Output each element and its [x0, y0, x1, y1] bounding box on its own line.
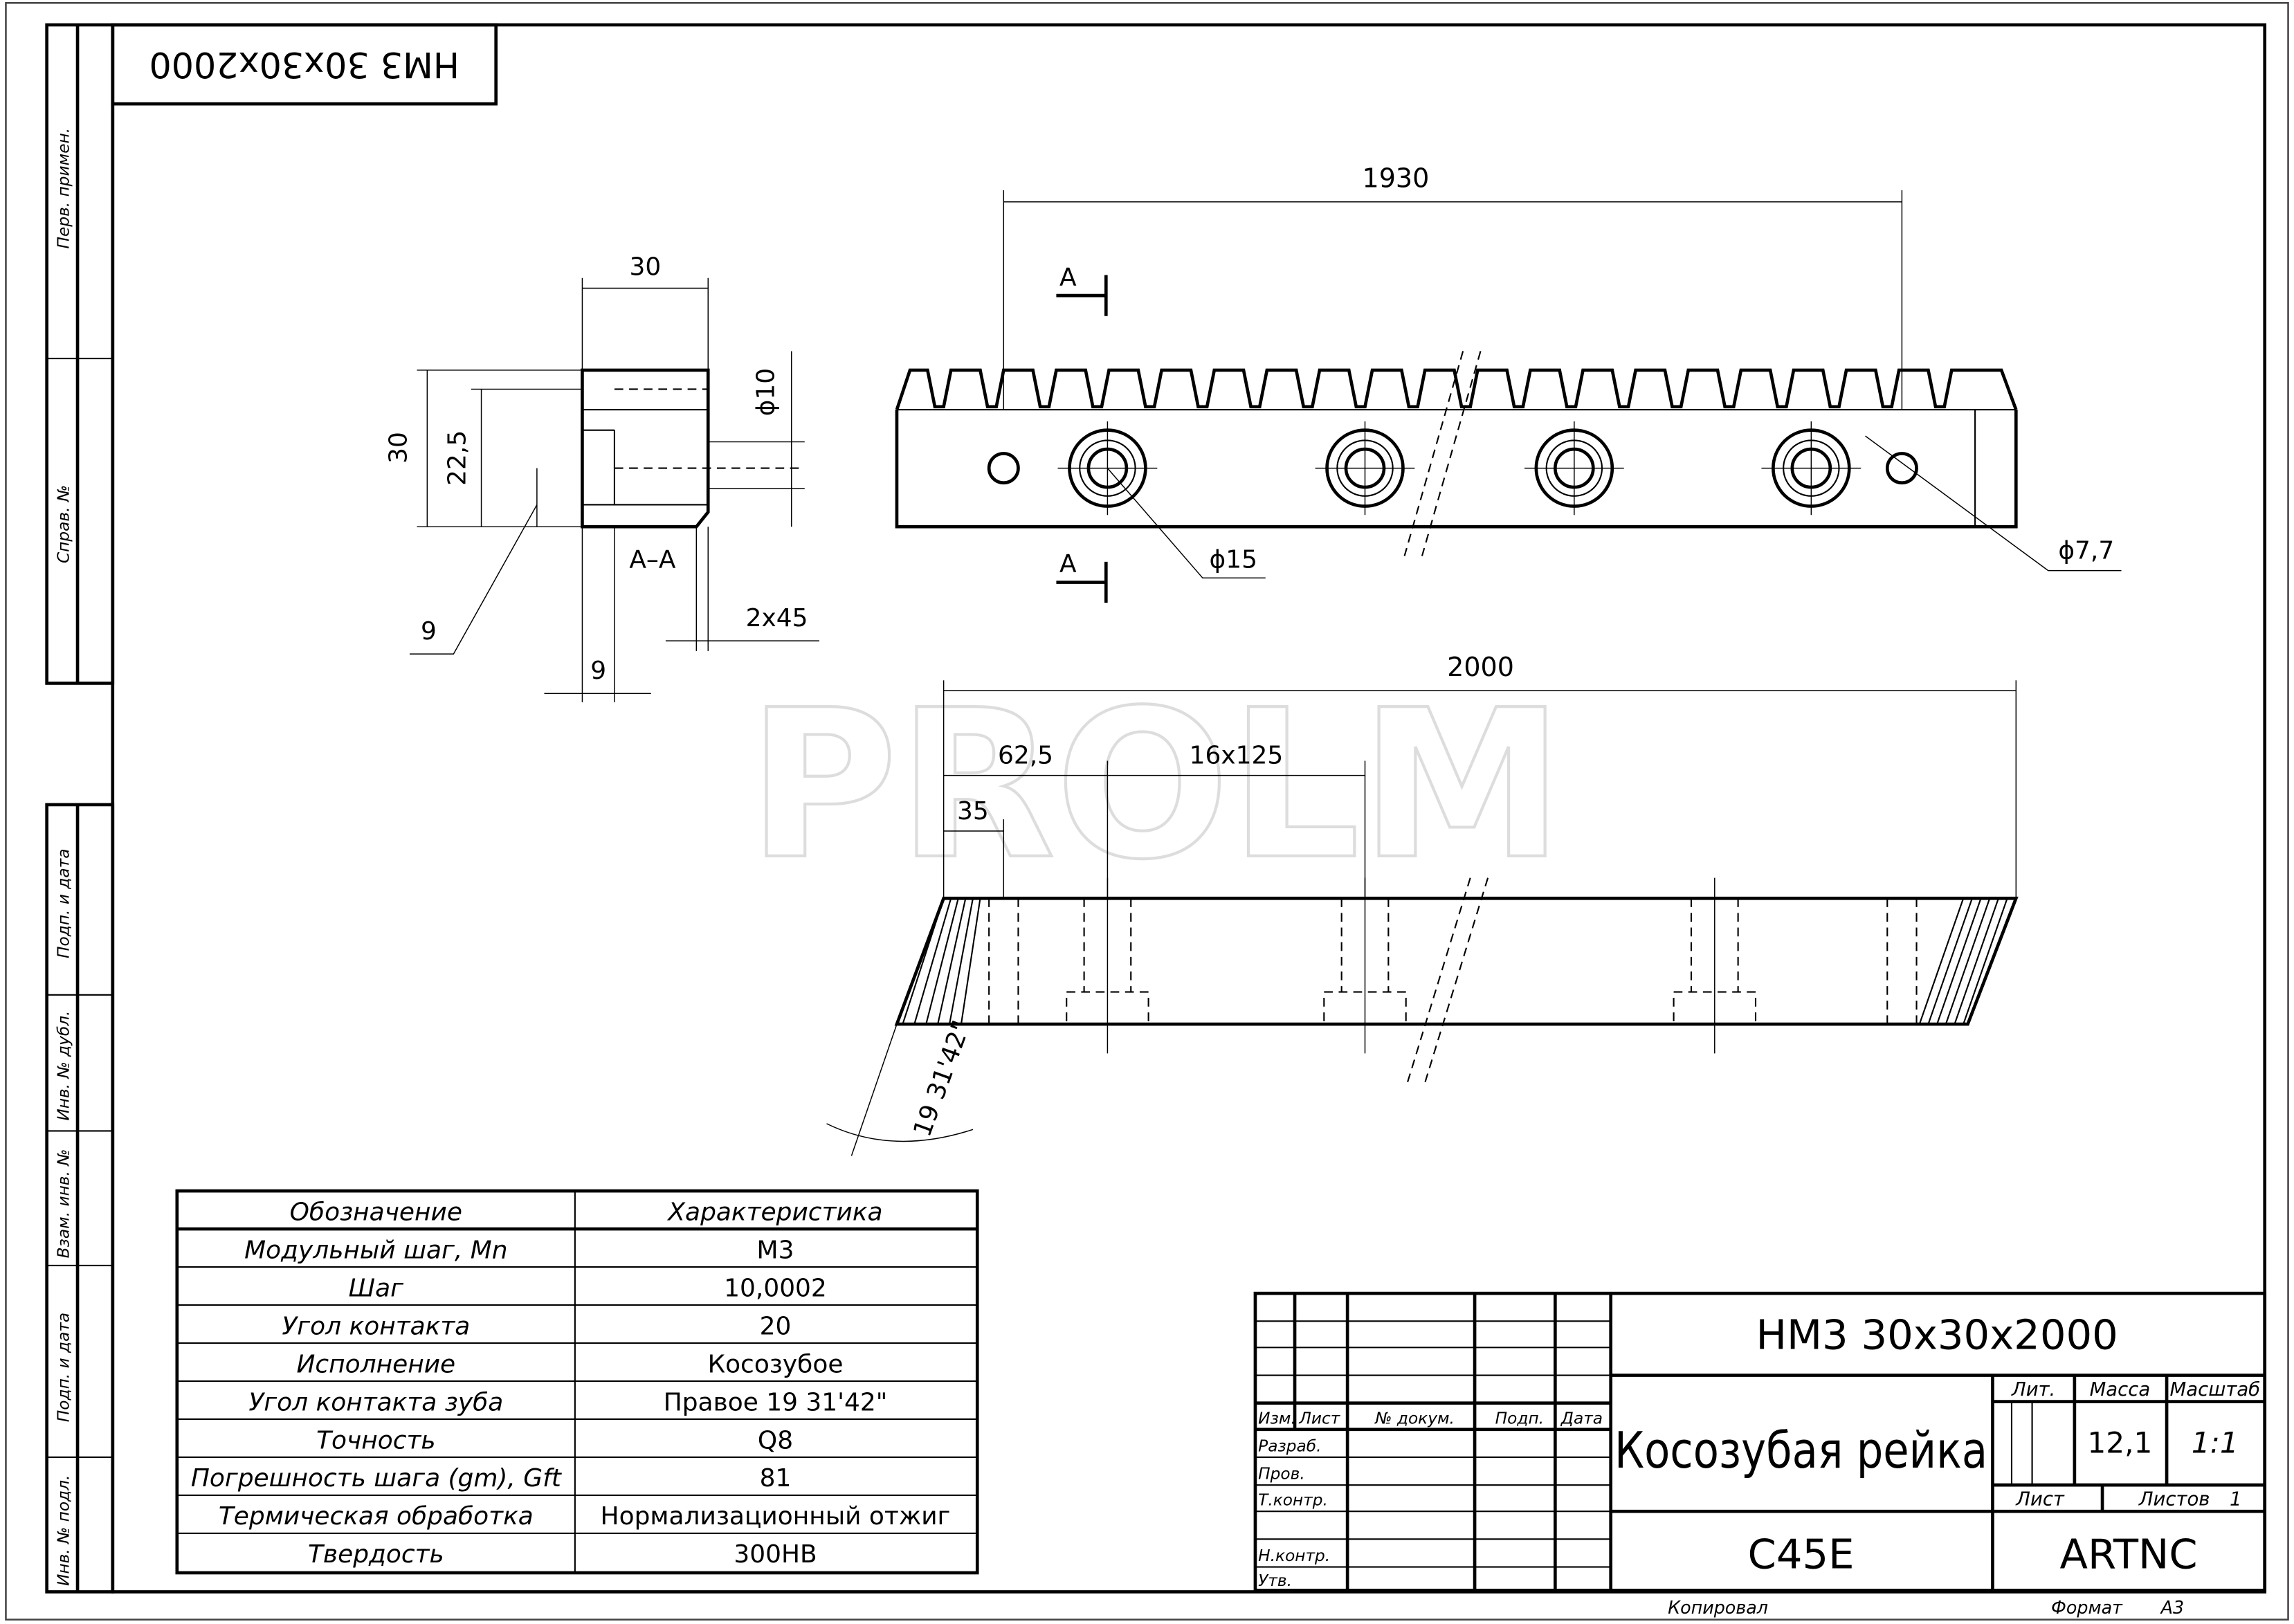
counterbore-hidden	[1673, 898, 1757, 1025]
spec-param: Твердость	[308, 1540, 444, 1569]
side-label-podp-data-1: Подп. и дата	[54, 849, 73, 958]
helix-hatch-line	[1927, 897, 1973, 1025]
tb-col-date: Дата	[1560, 1409, 1603, 1427]
tb-copied: Копировал	[1668, 1597, 1768, 1618]
tb-sheet-label: Лист	[2015, 1488, 2065, 1511]
helix-hatch-line	[937, 898, 967, 1025]
tb-mass: 12,1	[2087, 1426, 2152, 1460]
tb-material: C45E	[1748, 1531, 1855, 1578]
spec-value: Косозубое	[708, 1350, 844, 1378]
dim-35: 35	[957, 797, 989, 825]
small-hole-hidden	[988, 898, 1019, 1025]
tb-role-utv: Утв.	[1258, 1571, 1292, 1590]
counterbore-hidden	[1066, 898, 1149, 1025]
tb-scale: 1:1	[2192, 1426, 2239, 1460]
counterbore-hidden	[1323, 898, 1407, 1025]
dim-small-hole: ϕ7,7	[2058, 537, 2114, 565]
spec-value: M3	[757, 1236, 794, 1264]
spec-param: Шаг	[349, 1274, 404, 1302]
spec-param: Термическая обработка	[219, 1502, 534, 1531]
spec-value: 81	[760, 1464, 792, 1493]
cut-label-top: A	[1059, 263, 1077, 291]
tb-lit-label: Лит.	[2011, 1378, 2055, 1401]
spec-value: 10,0002	[724, 1274, 827, 1302]
dim-62-5: 62,5	[998, 742, 1053, 770]
small-hole-hidden	[1886, 898, 1918, 1025]
helix-hatch-line	[949, 898, 974, 1025]
helix-hatch-line	[960, 898, 981, 1025]
tb-format: A3	[2160, 1597, 2184, 1618]
title-block: НМ3 30х30х2000 Косозубая рейка C45E ARTN…	[1253, 1291, 2267, 1618]
tb-designation: НМ3 30х30х2000	[1756, 1311, 2118, 1358]
dim-2000: 2000	[1447, 652, 1514, 682]
mounting-hole-small	[987, 452, 1020, 485]
helix-hatch-line	[1945, 897, 1991, 1025]
section-view: 30 30 22,5 ϕ10 9 A–A 2x45 9	[385, 253, 819, 702]
spec-header-characteristic: Характеристика	[666, 1198, 882, 1226]
tb-mass-label: Масса	[2090, 1378, 2151, 1401]
dim-section-height: 30	[385, 432, 413, 464]
dim-section-hole: ϕ10	[752, 368, 780, 416]
helix-hatch-line	[913, 897, 952, 1025]
section-label: A–A	[629, 545, 676, 574]
tb-col-doc: № докум.	[1374, 1409, 1455, 1427]
tb-role-nkontr: Н.контр.	[1258, 1547, 1330, 1565]
spec-value: Правое 19 31'42"	[664, 1388, 888, 1416]
spec-table: Обозначение Характеристика Модульный шаг…	[175, 1189, 979, 1575]
spec-param: Угол контакта	[282, 1312, 470, 1340]
side-strip: Перв. примен. Справ. № Подп. и дата Инв.…	[45, 23, 115, 1594]
mounting-hole-small	[1885, 452, 1918, 485]
tb-col-izm: Изм.	[1258, 1409, 1296, 1427]
dim-1930: 1930	[1362, 163, 1429, 194]
spec-param: Погрешность шага (gm), Gft	[191, 1464, 563, 1493]
helix-hatch-line	[1936, 897, 1982, 1025]
side-label-perv-primen: Перв. примен.	[54, 128, 73, 249]
tb-sheets-label: Листов	[2138, 1488, 2210, 1511]
dim-big-hole: ϕ15	[1210, 545, 1257, 574]
dim-section-height2: 22,5	[443, 430, 471, 486]
spec-value: Нормализационный отжиг	[601, 1502, 951, 1531]
tb-scale-label: Масштаб	[2170, 1378, 2261, 1401]
dim-helix-angle: 19 31'42"	[908, 1017, 976, 1141]
spec-param: Модульный шаг, Mn	[244, 1236, 507, 1264]
rack-teeth	[895, 368, 2018, 410]
spec-header-designation: Обозначение	[290, 1198, 462, 1226]
helix-hatch-line	[1954, 897, 1999, 1025]
side-label-inv-dubl: Инв. № дубл.	[54, 1011, 73, 1121]
tb-part-name: Косозубая рейка	[1614, 1421, 1987, 1479]
side-label-sprav: Справ. №	[54, 485, 73, 563]
spec-param: Точность	[316, 1426, 436, 1454]
dim-16x125: 16x125	[1190, 742, 1284, 770]
tb-sheets: 1	[2230, 1488, 2241, 1511]
spec-value: 20	[760, 1312, 792, 1340]
tb-format-label: Формат	[2051, 1597, 2123, 1618]
tb-company: ARTNC	[2060, 1531, 2198, 1578]
helix-hatch-line	[1963, 897, 2008, 1025]
front-view: 1930 A A ϕ15 ϕ7,7	[895, 163, 2122, 603]
helix-hatch-line	[1918, 897, 1965, 1025]
spec-param: Угол контакта зуба	[248, 1388, 503, 1416]
side-label-podp-data-2: Подп. и дата	[54, 1313, 73, 1422]
watermark: PROLM	[747, 666, 1564, 904]
tb-role-tkontr: Т.контр.	[1258, 1491, 1328, 1510]
rotated-stamp: НМ3 30х30х2000	[111, 23, 498, 106]
cut-label-bottom: A	[1059, 550, 1077, 578]
dim-section-depth: 9	[421, 617, 437, 646]
spec-param: Исполнение	[297, 1350, 456, 1378]
tb-role-razrab: Разраб.	[1258, 1436, 1321, 1455]
dim-section-width: 30	[629, 253, 661, 282]
sheet-trim-border	[5, 1, 2289, 1621]
dim-offset: 9	[590, 657, 606, 685]
helix-hatch-line	[925, 897, 959, 1025]
dim-chamfer: 2x45	[746, 604, 808, 632]
rotated-stamp-text: НМ3 30х30х2000	[149, 44, 459, 85]
tb-role-prov: Пров.	[1258, 1465, 1305, 1484]
tb-col-sign: Подп.	[1495, 1409, 1544, 1427]
side-label-vzam-inv: Взам. инв. №	[54, 1149, 73, 1259]
spec-value: 300HB	[734, 1540, 817, 1569]
tb-col-list: Лист	[1298, 1409, 1340, 1427]
helix-hatch-line	[902, 897, 945, 1025]
side-label-inv-podl: Инв. № подл.	[54, 1475, 73, 1586]
spec-value: Q8	[758, 1426, 793, 1454]
